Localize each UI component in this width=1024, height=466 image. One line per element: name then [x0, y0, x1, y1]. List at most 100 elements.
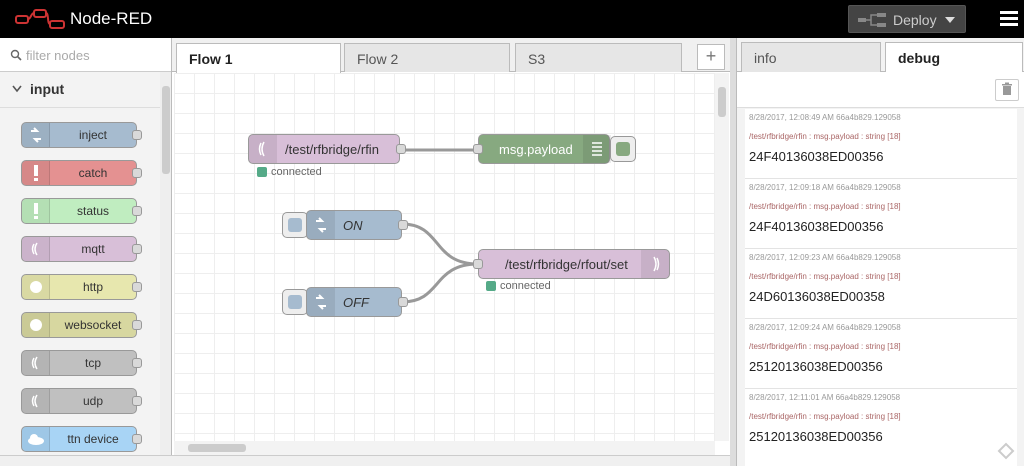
- debug-topic: /test/rfbridge/rfin : msg.payload : stri…: [749, 202, 901, 211]
- bridge-icon: [641, 250, 669, 278]
- category-label: input: [30, 81, 65, 97]
- flow-node-debug[interactable]: msg.payload: [473, 134, 611, 164]
- debug-meta: 8/28/2017, 12:11:01 AM 66a4b829.129058: [749, 393, 901, 402]
- wires: [401, 148, 479, 304]
- status-indicator: [486, 281, 496, 291]
- flow-node-inject-off[interactable]: OFF: [306, 287, 408, 317]
- output-port: [132, 282, 142, 292]
- cloud-icon: [22, 427, 50, 451]
- tab-flow-1[interactable]: Flow 1: [176, 43, 341, 73]
- palette-node-http[interactable]: http: [21, 274, 142, 300]
- debug-topic: /test/rfbridge/rfin : msg.payload : stri…: [749, 412, 901, 421]
- flow-node-label: msg.payload: [499, 142, 573, 157]
- tab-s3[interactable]: S3: [515, 43, 682, 72]
- globe-icon: [22, 275, 50, 299]
- palette-scroll-thumb[interactable]: [162, 86, 170, 174]
- tab-label: debug: [898, 50, 940, 66]
- output-port: [132, 130, 142, 140]
- arrow-icon: [307, 288, 335, 316]
- chevron-down-icon: [12, 85, 22, 93]
- canvas-horizontal-scrollbar[interactable]: [174, 441, 715, 455]
- debug-message: 8/28/2017, 12:09:18 AM 66a4b829.129058 /…: [745, 179, 1017, 249]
- palette-node-label: tcp: [84, 356, 101, 370]
- input-port[interactable]: [473, 259, 483, 269]
- output-port[interactable]: [398, 297, 408, 307]
- output-port: [132, 320, 142, 330]
- palette-node-label: mqtt: [81, 242, 105, 256]
- list-icon: [583, 135, 611, 163]
- bridge-icon: [249, 135, 277, 163]
- deploy-button[interactable]: Deploy: [848, 5, 966, 33]
- deploy-icon: [858, 13, 886, 27]
- exclamation-icon: [22, 161, 50, 185]
- palette-node-inject[interactable]: inject: [21, 122, 142, 148]
- flow-node-label: OFF: [343, 295, 369, 310]
- search-icon: [10, 49, 22, 61]
- flow-node-inject-on[interactable]: ON: [306, 210, 408, 240]
- debug-message: 8/28/2017, 12:11:01 AM 66a4b829.129058 /…: [745, 389, 1017, 459]
- palette-node-label: http: [82, 280, 103, 294]
- palette-node-udp[interactable]: udp: [21, 388, 142, 414]
- filter-nodes-input[interactable]: [26, 45, 166, 65]
- chevron-down-icon[interactable]: [945, 17, 955, 23]
- tab-info[interactable]: info: [741, 42, 881, 72]
- bridge-icon: [22, 389, 50, 413]
- hamburger-menu-icon[interactable]: [1000, 11, 1018, 27]
- debug-topic: /test/rfbridge/rfin : msg.payload : stri…: [749, 132, 901, 141]
- arrow-icon: [22, 123, 50, 147]
- debug-message: 8/28/2017, 12:08:49 AM 66a4b829.129058 /…: [745, 109, 1017, 179]
- flow-canvas[interactable]: /test/rfbridge/rfin connected msg.payloa…: [174, 73, 715, 441]
- palette-node-label: status: [76, 204, 109, 218]
- output-port: [132, 244, 142, 254]
- debug-meta: 8/28/2017, 12:09:24 AM 66a4b829.129058: [749, 323, 901, 332]
- debug-toggle-button[interactable]: [610, 136, 636, 162]
- canvas-horizontal-thumb[interactable]: [188, 444, 246, 452]
- bridge-icon: [22, 237, 50, 261]
- palette-node-mqtt[interactable]: mqtt: [21, 236, 142, 262]
- clear-debug-button[interactable]: [995, 79, 1019, 101]
- debug-meta: 8/28/2017, 12:09:18 AM 66a4b829.129058: [749, 183, 901, 192]
- palette-node-label: catch: [78, 166, 108, 180]
- inject-button-off[interactable]: [282, 289, 308, 315]
- sidebar-resize-handle[interactable]: [730, 38, 736, 466]
- palette-scrollbar[interactable]: [160, 72, 171, 466]
- debug-meta: 8/28/2017, 12:09:23 AM 66a4b829.129058: [749, 253, 901, 262]
- debug-toolbar: [737, 72, 1024, 108]
- palette-node-label: inject: [78, 128, 107, 142]
- output-port[interactable]: [396, 144, 406, 154]
- deploy-label: Deploy: [893, 12, 937, 28]
- palette-node-status[interactable]: status: [21, 198, 142, 224]
- header-bar: Node-RED Deploy: [0, 0, 1024, 38]
- flow-node-mqtt-out[interactable]: /test/rfbridge/rfout/set: [473, 249, 670, 279]
- output-port: [132, 206, 142, 216]
- tab-label: Flow 1: [189, 51, 233, 67]
- status-text: connected: [500, 280, 551, 292]
- output-port[interactable]: [398, 220, 408, 230]
- sidebar-tabs: info debug: [737, 38, 1024, 73]
- debug-topic: /test/rfbridge/rfin : msg.payload : stri…: [749, 272, 901, 281]
- flow-node-mqtt-in[interactable]: /test/rfbridge/rfin: [248, 134, 406, 164]
- category-header-input[interactable]: input: [0, 72, 160, 108]
- watermark-logo-icon: [997, 442, 1015, 460]
- add-flow-button[interactable]: +: [697, 44, 725, 70]
- debug-message: 8/28/2017, 12:09:23 AM 66a4b829.129058 /…: [745, 249, 1017, 319]
- output-port: [132, 434, 142, 444]
- palette-node-tcp[interactable]: tcp: [21, 350, 142, 376]
- tab-debug[interactable]: debug: [885, 42, 1023, 73]
- tab-label: S3: [528, 51, 546, 67]
- exclamation-icon: [22, 199, 50, 223]
- status-indicator: [257, 167, 267, 177]
- inject-button-on[interactable]: [282, 212, 308, 238]
- tab-flow-2[interactable]: Flow 2: [344, 43, 510, 72]
- output-port: [132, 396, 142, 406]
- sidebar: info debug 8/28/2017, 12:08:49 AM 66a4b8…: [736, 38, 1024, 466]
- input-port[interactable]: [473, 144, 483, 154]
- canvas-vertical-scrollbar[interactable]: [715, 73, 729, 441]
- palette-node-websocket[interactable]: websocket: [21, 312, 142, 338]
- palette-node-catch[interactable]: catch: [21, 160, 142, 186]
- palette-node-label: udp: [82, 394, 104, 408]
- debug-message-list: 8/28/2017, 12:08:49 AM 66a4b829.129058 /…: [745, 109, 1017, 466]
- palette-node-ttn-device[interactable]: ttn device: [21, 426, 142, 452]
- canvas-vertical-thumb[interactable]: [718, 87, 726, 117]
- debug-value: 24F40136038ED00356: [749, 149, 884, 164]
